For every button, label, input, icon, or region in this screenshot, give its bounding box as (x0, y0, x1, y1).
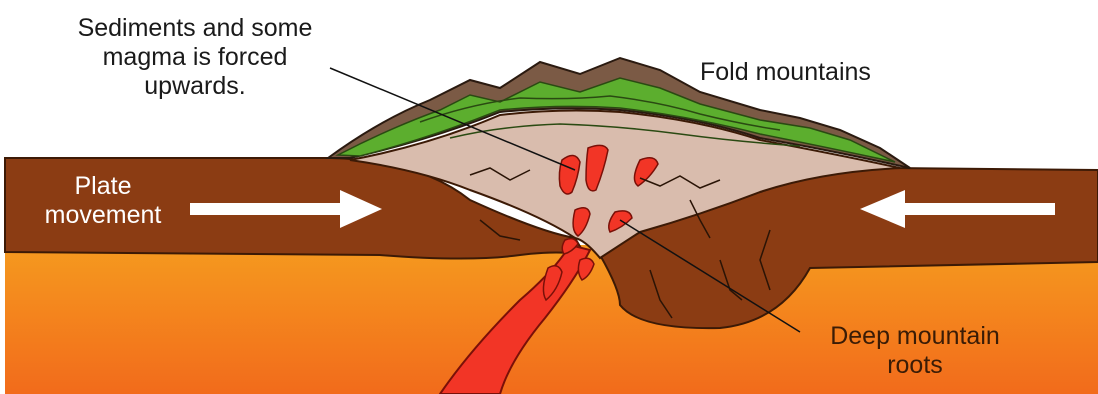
plate-movement-label-line-2: movement (18, 201, 188, 230)
plate-movement-label: Plate movement (18, 172, 188, 230)
sediments-label-line-3: upwards. (20, 72, 370, 101)
sediments-label-line-2: magma is forced (20, 43, 370, 72)
fold-mountains-label: Fold mountains (700, 58, 871, 87)
sediments-label-line-1: Sediments and some (20, 14, 370, 43)
deep-roots-label-line-1: Deep mountain (780, 322, 1050, 351)
deep-roots-label-line-2: roots (780, 351, 1050, 380)
plate-movement-label-line-1: Plate (18, 172, 188, 201)
sediments-label: Sediments and some magma is forced upwar… (20, 14, 370, 101)
deep-mountain-roots-label: Deep mountain roots (780, 322, 1050, 380)
